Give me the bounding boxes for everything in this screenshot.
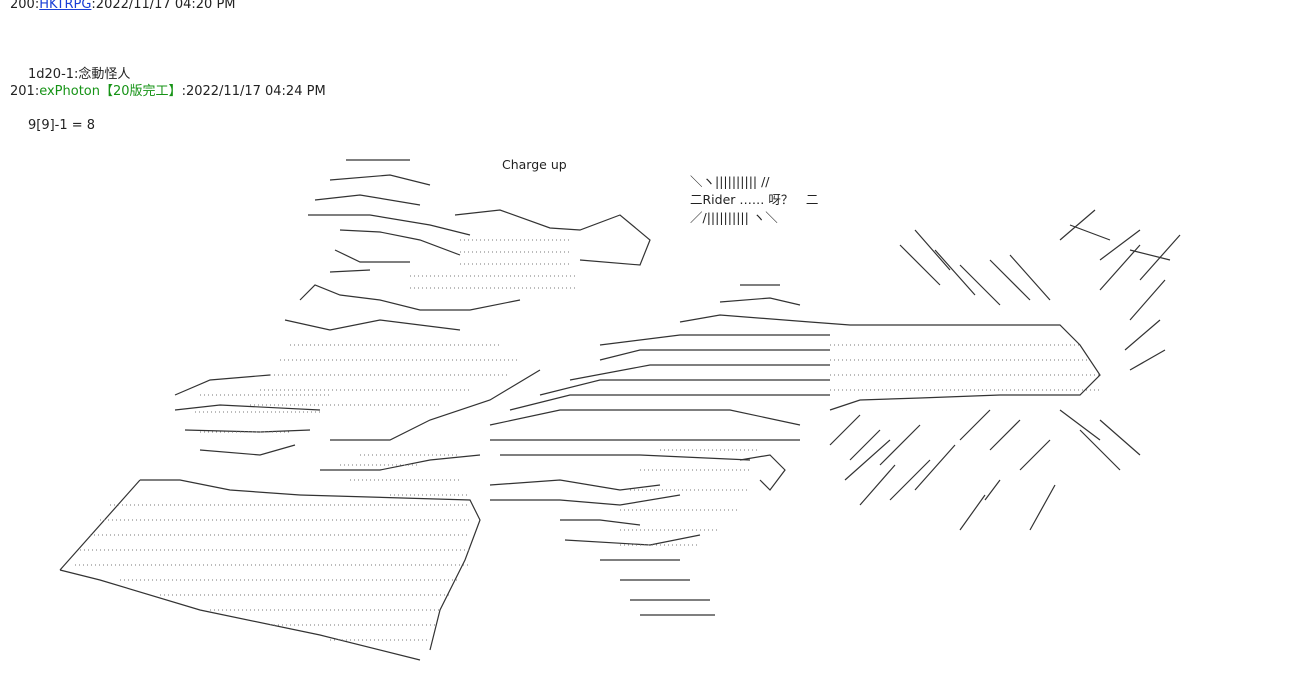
post-header-200: 200:HKTRPG:2022/11/17 04:20 PM	[10, 0, 236, 13]
separator: :	[34, 84, 40, 99]
post-body-200: 1d20-1:念動怪人 9[9]-1 = 8	[28, 32, 130, 151]
art-sfx-middle: 二Rider …… 呀？ 二	[690, 192, 819, 207]
post-number: 200	[10, 0, 35, 12]
poster-name-link[interactable]: HKTRPG	[39, 0, 92, 12]
post-header-201: 201:exPhoton【20版完工】:2022/11/17 04:24 PM	[10, 84, 326, 100]
art-sfx-bottom: ／/|||||||||| ヽ＼	[690, 210, 778, 225]
art-sfx-top: ＼ヽ|||||||||| //	[690, 174, 770, 189]
poster-name: exPhoton	[39, 84, 101, 99]
post-date: 2022/11/17 04:24 PM	[185, 84, 326, 99]
art-caption: Charge up	[502, 157, 567, 172]
poster-name-tag: 【20版完工】	[100, 84, 182, 99]
post-body-line: 9[9]-1 = 8	[28, 118, 96, 133]
post-date: 2022/11/17 04:20 PM	[95, 0, 236, 12]
separator: :	[181, 84, 186, 99]
separator: :	[91, 0, 96, 12]
post-number: 201	[10, 84, 35, 99]
post-body-line: 1d20-1:念動怪人	[28, 67, 131, 82]
separator: :	[34, 0, 40, 12]
